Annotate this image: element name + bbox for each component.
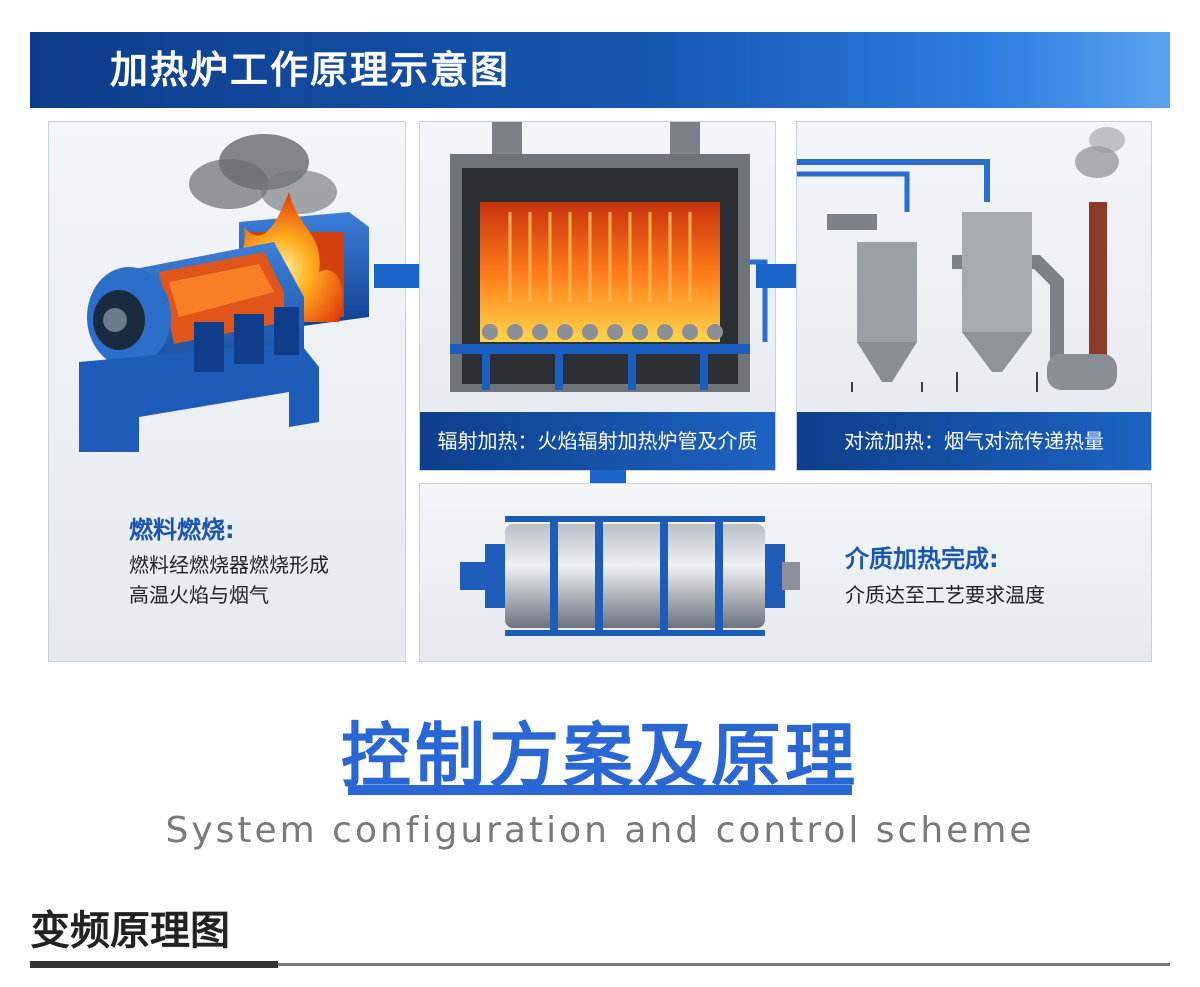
burner-illustration <box>79 134 369 452</box>
combustion-desc-line: 燃料经燃烧器燃烧形成 <box>129 553 329 577</box>
subsection-heading: 变频原理图 <box>30 908 230 954</box>
divider <box>30 963 1170 966</box>
medium-title: 介质加热完成: <box>845 545 999 573</box>
heated-drum-illustration <box>460 516 800 636</box>
title-underline <box>348 785 852 795</box>
radiation-panel: 辐射加热：火焰辐射加热炉管及介质 <box>419 121 776 471</box>
convection-caption: 对流加热：烟气对流传递热量 <box>797 412 1151 470</box>
combustion-desc: 燃料经燃烧器燃烧形成 高温火焰与烟气 <box>129 550 329 610</box>
banner-title: 加热炉工作原理示意图 <box>110 48 511 92</box>
medium-desc: 介质达至工艺要求温度 <box>845 583 1045 607</box>
divider-accent <box>30 961 278 968</box>
convection-illustration <box>797 127 1125 392</box>
section-main-title: 控制方案及原理 <box>341 715 859 797</box>
convection-panel: 对流加热：烟气对流传递热量 <box>796 121 1152 471</box>
section-subtitle: System configuration and control scheme <box>165 810 1035 851</box>
header-banner: 加热炉工作原理示意图 <box>30 32 1170 108</box>
medium-panel: 介质加热完成: 介质达至工艺要求温度 <box>419 483 1152 662</box>
radiation-caption: 辐射加热：火焰辐射加热炉管及介质 <box>420 412 775 470</box>
radiant-furnace-illustration <box>450 122 768 392</box>
combustion-panel: 燃料燃烧: 燃料经燃烧器燃烧形成 高温火焰与烟气 <box>48 121 406 662</box>
combustion-desc-line: 高温火焰与烟气 <box>129 583 269 607</box>
combustion-title: 燃料燃烧: <box>129 516 235 544</box>
